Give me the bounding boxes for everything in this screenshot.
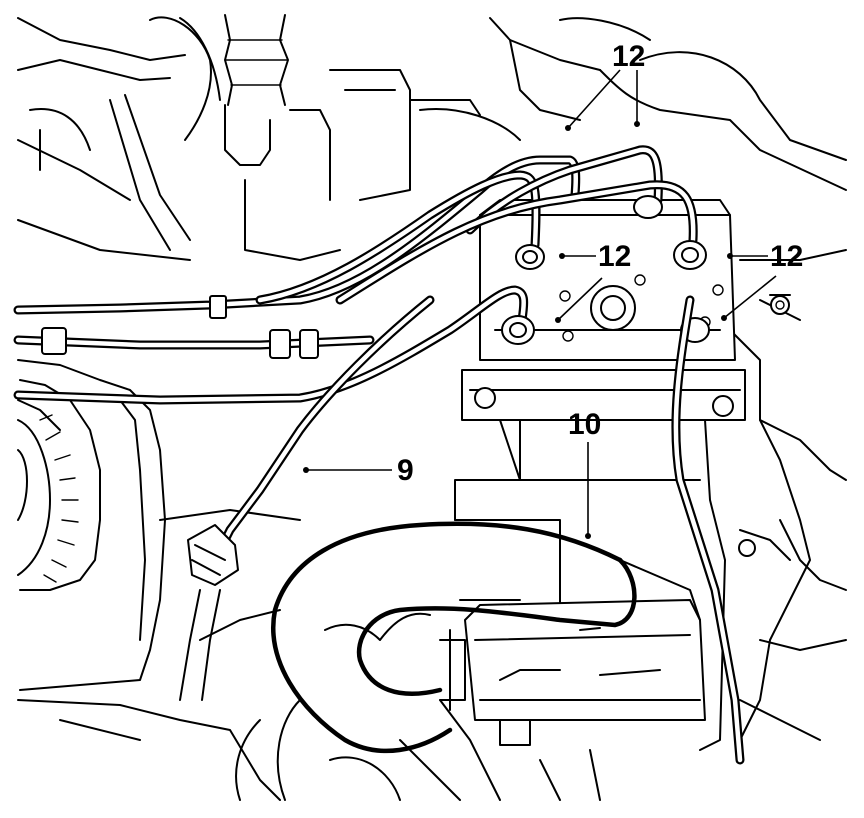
pipe-unions xyxy=(501,195,710,345)
callout-10-unit: 10 xyxy=(568,408,601,441)
leader-dot xyxy=(555,317,561,323)
vertical-brake-pipe xyxy=(671,295,745,765)
leader-dot xyxy=(721,315,727,321)
callouts: 12 12 12 9 10 xyxy=(303,40,803,539)
leader-dot xyxy=(634,121,640,127)
callout-12-union-right: 12 xyxy=(770,240,803,273)
leader-line xyxy=(567,69,621,129)
callout-12-union-left: 12 xyxy=(598,240,631,273)
background-components xyxy=(17,14,847,801)
large-hose xyxy=(271,521,701,754)
leader-dot xyxy=(303,467,309,473)
callout-12-pipes: 12 xyxy=(612,40,645,73)
leader-dot xyxy=(727,253,733,259)
leader-line xyxy=(557,277,603,321)
leader-line xyxy=(723,275,777,319)
leader-dot xyxy=(585,533,591,539)
hose-9 xyxy=(179,295,435,701)
leader-dot xyxy=(559,253,565,259)
leader-dot xyxy=(565,125,571,131)
brake-pipes xyxy=(13,145,698,405)
callout-9-hose: 9 xyxy=(397,454,414,487)
